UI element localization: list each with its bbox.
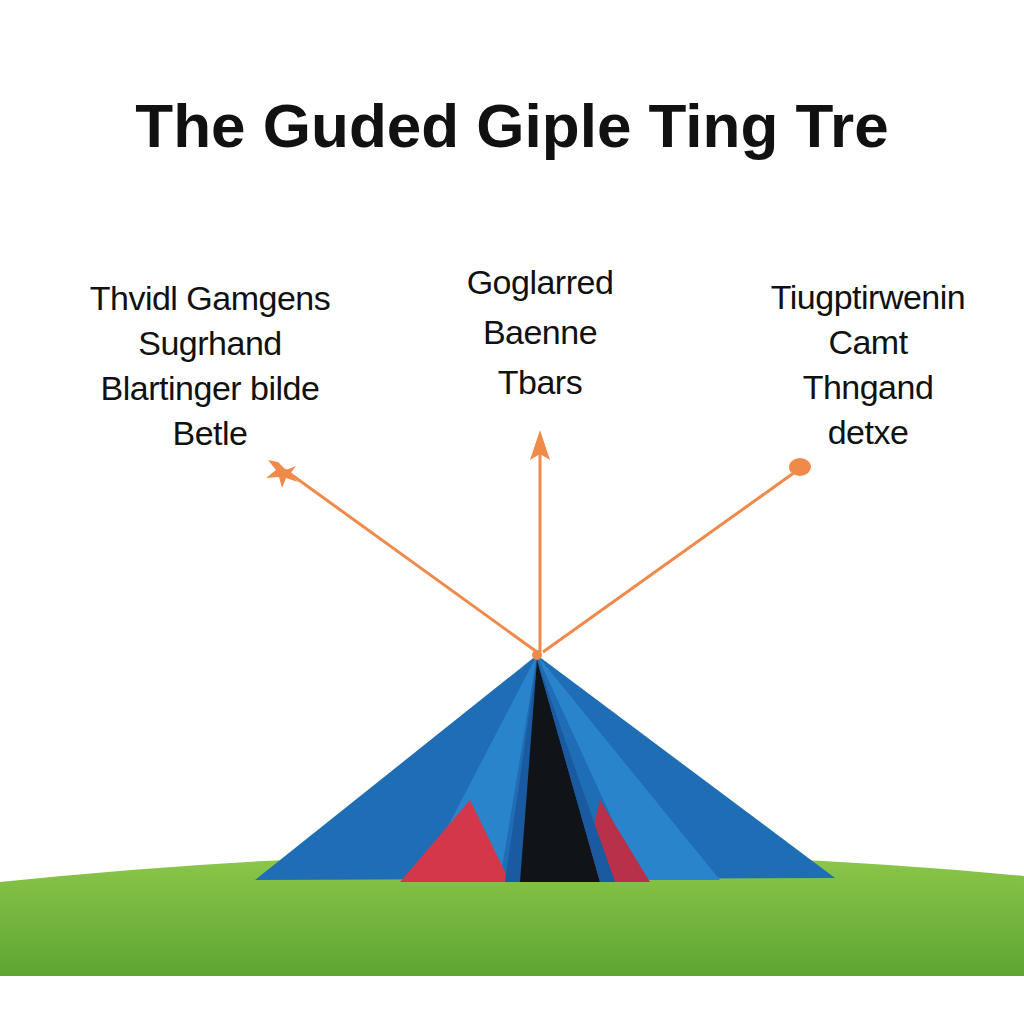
callout-label: Goglarred Baenne Tbars (450, 257, 630, 407)
callout-label: Thvidl Gamgens Sugrhand Blartinger bilde… (78, 276, 343, 456)
guy-lines (285, 448, 795, 652)
arrow-head (530, 430, 550, 460)
diagram-title: The Guded Giple Ting Tre (0, 90, 1024, 162)
blob-head (789, 458, 811, 476)
star-head (266, 460, 298, 488)
callout-label: Tiugptirwenin Camt Thngand detxe (761, 275, 975, 455)
tent (255, 650, 835, 882)
